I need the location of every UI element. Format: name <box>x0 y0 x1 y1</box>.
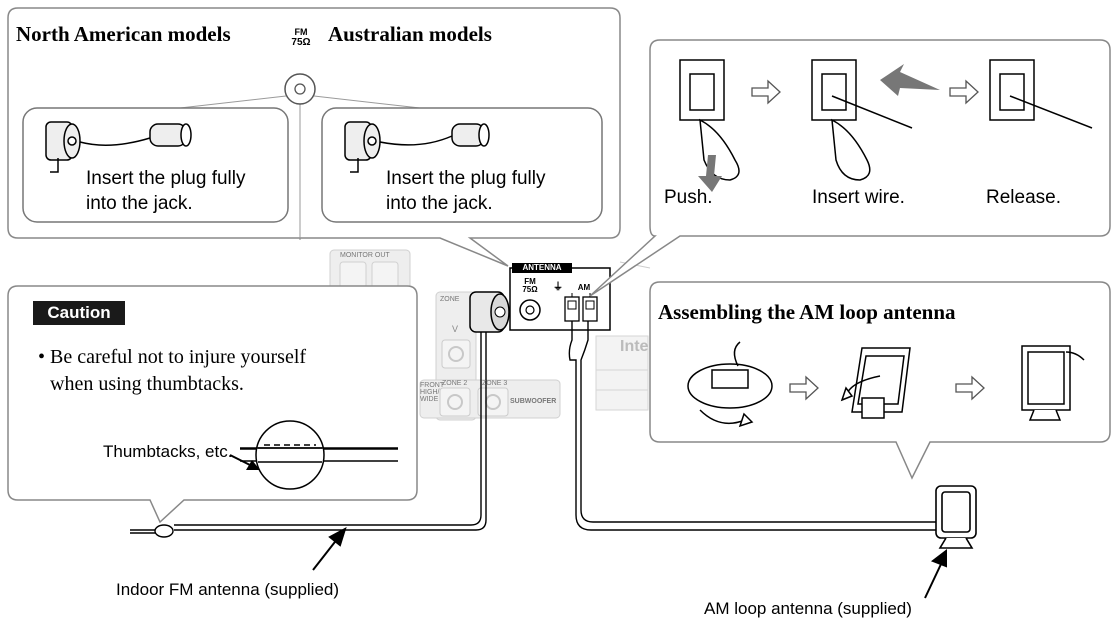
caution-line1: Be careful not to injure yourself <box>50 346 307 368</box>
right-caption-line1: Insert the plug fully <box>386 168 546 189</box>
am-panel <box>649 281 1111 480</box>
ground-symbol: ⏚ <box>553 282 563 293</box>
left-caption-line1: Insert the plug fully <box>86 168 246 189</box>
caution-panel <box>7 285 418 524</box>
step3-illustration <box>989 59 1093 129</box>
caution-line2: when using thumbtacks. <box>50 373 244 395</box>
inte-label: Inte <box>620 338 649 355</box>
step-chevrons <box>751 79 979 105</box>
subwoofer-label: SUBWOOFER <box>510 398 557 405</box>
step-insert-wire-label: Insert wire. <box>812 187 905 208</box>
am-loop-antenna <box>935 485 977 549</box>
label-arrows <box>312 526 947 599</box>
am-chevrons <box>789 375 985 401</box>
am-label: AM <box>577 283 591 292</box>
antenna-terminal-block <box>509 263 611 331</box>
am-step1-illustration <box>687 341 773 428</box>
am-step2-illustration <box>840 347 911 419</box>
antenna-label: ANTENNA <box>522 263 562 272</box>
thumbtacks-label: Thumbtacks, etc. <box>103 442 233 461</box>
v-label: V <box>452 324 459 334</box>
australian-title: Australian models <box>328 22 492 46</box>
right-caption-line2: into the jack. <box>386 193 493 214</box>
zone2-label: ZONE 2 <box>442 380 468 387</box>
north-american-title: North American models <box>16 22 231 46</box>
caution-text: • Be careful not to injure yourself when… <box>38 344 306 398</box>
step-release-label: Release. <box>986 187 1061 208</box>
fm-antenna-wire <box>130 332 487 538</box>
receiver-fm-label-top: FM <box>524 277 536 286</box>
steps-panel <box>589 39 1111 297</box>
front-high-label: FRONT HIGH/ WIDE <box>420 382 444 403</box>
step-push-label: Push. <box>664 187 713 208</box>
step2-arrow <box>880 64 940 96</box>
am-step3-illustration <box>1021 345 1085 421</box>
am-antenna-label: AM loop antenna (supplied) <box>704 599 912 618</box>
zone3-label: ZONE 3 <box>482 380 508 387</box>
fm-label-top: FM <box>294 27 308 37</box>
left-caption-line2: into the jack. <box>86 193 193 214</box>
fm-plug-on-receiver <box>469 291 510 333</box>
am-panel-title: Assembling the AM loop antenna <box>658 300 956 324</box>
step2-illustration <box>811 59 913 181</box>
monitor-out-label: MONITOR OUT <box>340 252 390 259</box>
fm-label-bottom: 75Ω <box>291 37 311 48</box>
caution-bullet: • <box>38 346 46 368</box>
fm-antenna-label: Indoor FM antenna (supplied) <box>116 580 340 599</box>
step1-arrow <box>698 155 722 192</box>
receiver-fm-label-bottom: 75Ω <box>522 285 538 294</box>
zone-label: ZONE <box>440 296 460 303</box>
receiver-rear-panel <box>329 249 651 421</box>
fm-panel <box>7 7 621 267</box>
caution-badge: Caution <box>33 301 125 325</box>
